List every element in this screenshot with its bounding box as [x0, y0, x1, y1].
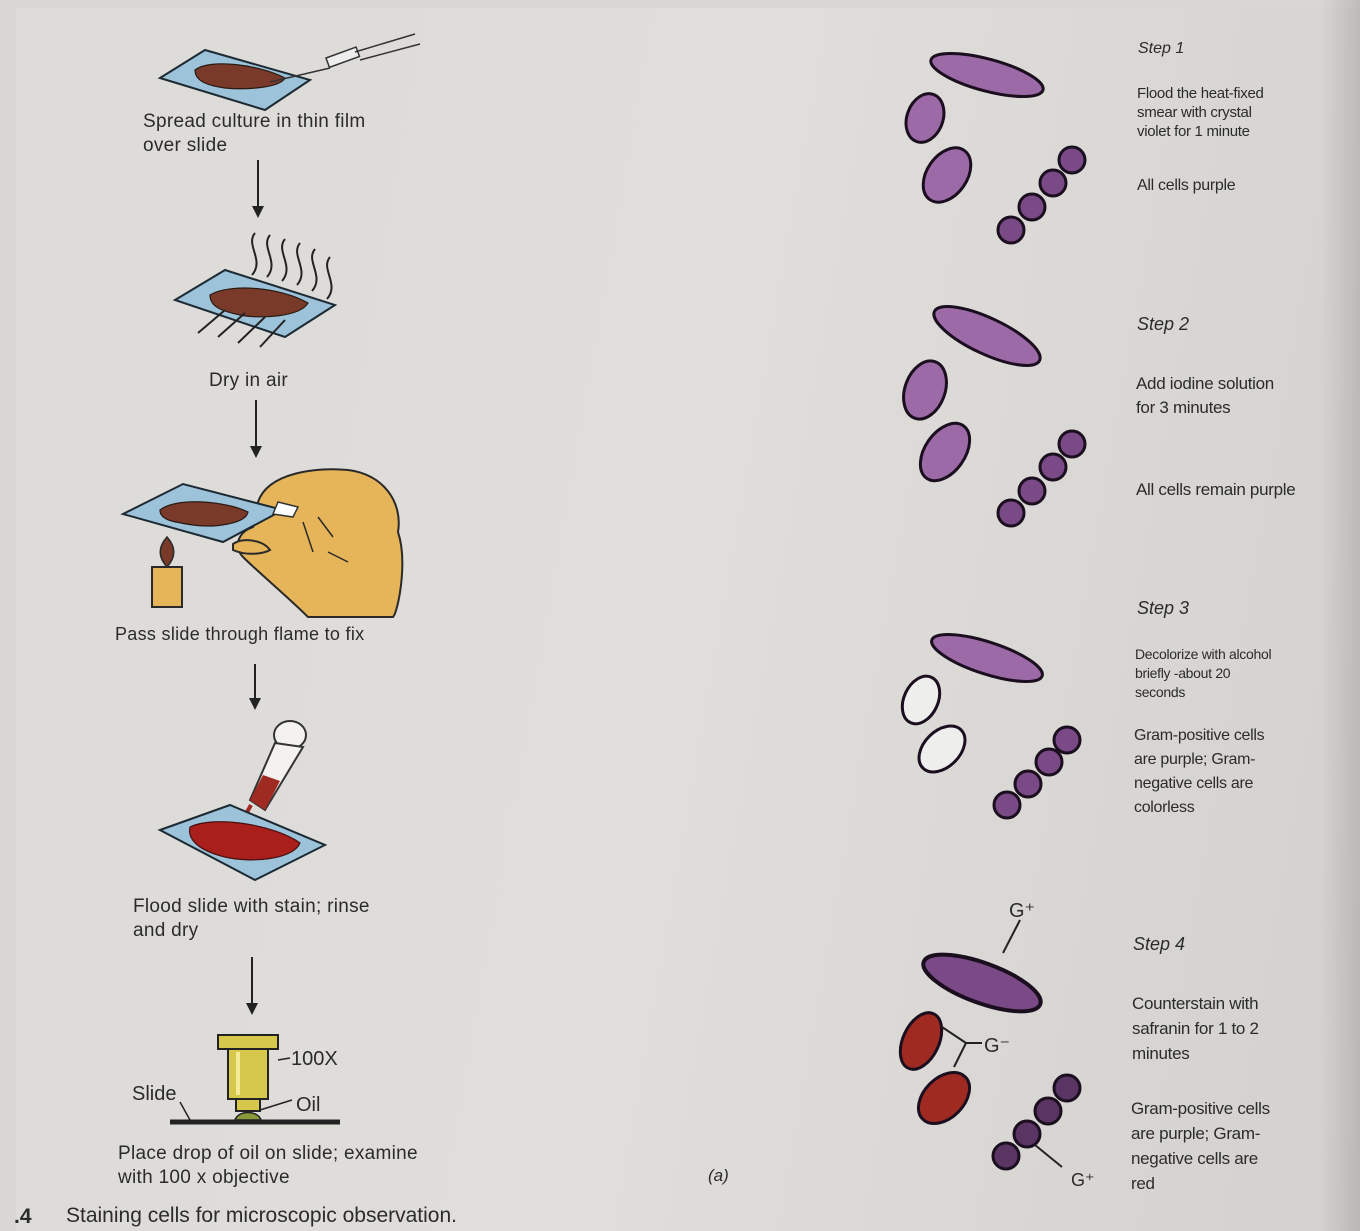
step2-action: Add iodine solution for 3 minutes	[1136, 372, 1286, 420]
stain-dropper-illustration	[155, 715, 330, 885]
arrow-down-3	[245, 664, 265, 712]
step-flood-label: Flood slide with stain; rinse and dry	[133, 895, 373, 943]
step3-action: Decolorize with alcohol briefly -about 2…	[1135, 645, 1275, 702]
step1-result: All cells purple	[1137, 176, 1297, 196]
step4-result: Gram-positive cells are purple; Gram-neg…	[1131, 1096, 1281, 1196]
step-dry-label: Dry in air	[209, 369, 349, 393]
step1-title: Step 1	[1138, 40, 1184, 58]
arrow-down-1	[248, 160, 268, 220]
magnification-label: 100X	[291, 1048, 338, 1071]
figure-caption: Staining cells for microscopic observati…	[66, 1204, 457, 1228]
step3-title: Step 3	[1137, 598, 1189, 619]
step1-action: Flood the heat-fixed smear with crystal …	[1137, 84, 1287, 141]
spread-culture-illustration	[150, 30, 430, 120]
oil-label: Oil	[296, 1094, 320, 1117]
page-edge-shadow	[1320, 0, 1360, 1231]
step-spread-label: Spread culture in thin film over slide	[143, 110, 383, 158]
step-fix-label: Pass slide through flame to fix	[115, 622, 435, 646]
slide-label: Slide	[132, 1083, 176, 1106]
flame-fix-illustration	[118, 462, 408, 617]
step3-cells	[895, 622, 1095, 827]
arrow-down-2	[246, 400, 266, 460]
arrow-down-4	[242, 957, 262, 1017]
dry-in-air-illustration	[170, 225, 350, 355]
step3-result: Gram-positive cells are purple; Gram-neg…	[1134, 724, 1284, 820]
gpos-cocci-label: G⁺	[1071, 1170, 1095, 1191]
gpos-rod-label: G⁺	[1009, 898, 1035, 923]
step4-action: Counterstain with safranin for 1 to 2 mi…	[1132, 991, 1267, 1066]
step2-cells	[895, 296, 1095, 536]
step2-title: Step 2	[1137, 314, 1189, 335]
step-oil-label: Place drop of oil on slide; examine with…	[118, 1142, 418, 1190]
step1-cells	[895, 40, 1095, 255]
figure-number: .4	[14, 1205, 32, 1229]
panel-label: (a)	[708, 1166, 729, 1186]
step2-result: All cells remain purple	[1136, 480, 1326, 500]
step4-title: Step 4	[1133, 934, 1185, 955]
gneg-label: G⁻	[984, 1033, 1010, 1058]
